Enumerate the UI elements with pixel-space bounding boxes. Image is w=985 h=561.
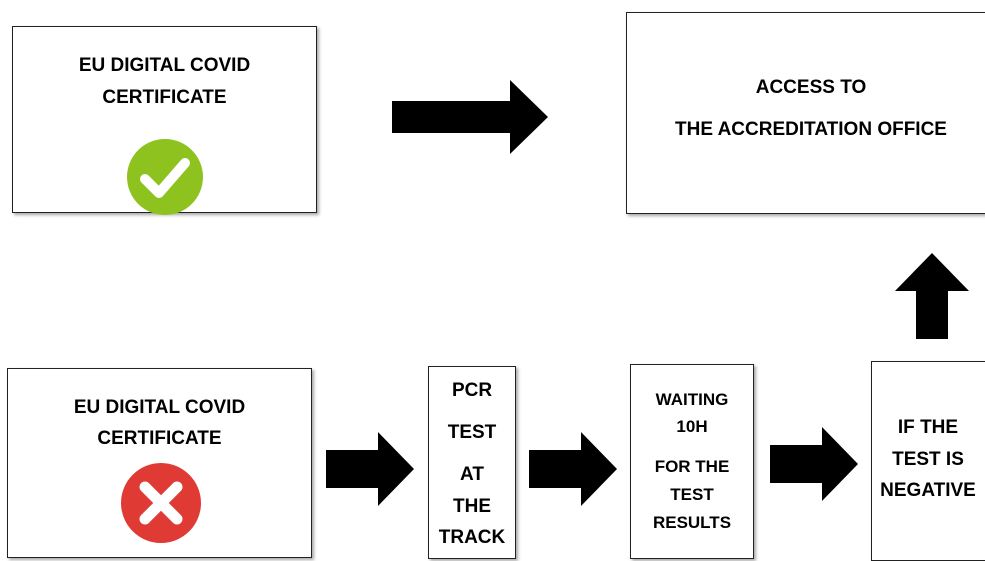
waiting-line4: TEST: [670, 485, 714, 504]
invalid-certificate-line2: CERTIFICATE: [97, 428, 222, 449]
right-arrow-icon: [529, 432, 617, 506]
pcr-line3: AT: [460, 464, 484, 485]
valid-certificate-line1: EU DIGITAL COVID: [78, 55, 251, 76]
waiting-line1: WAITING: [655, 390, 729, 409]
check-circle-icon: [127, 139, 203, 215]
right-arrow-icon: [326, 432, 414, 506]
waiting-line3: FOR THE: [654, 457, 730, 476]
access-office-box: ACCESS TO THE ACCREDITATION OFFICE: [626, 12, 985, 214]
right-arrow-icon: [392, 80, 548, 154]
pcr-test-box: PCR TEST AT THE TRACK: [428, 366, 516, 559]
pcr-line4: THE: [453, 496, 491, 517]
pcr-line5: TRACK: [438, 527, 506, 548]
negative-line2: TEST IS: [892, 449, 964, 470]
pcr-line2: TEST: [447, 422, 497, 443]
negative-line1: IF THE: [897, 417, 959, 438]
invalid-certificate-line1: EU DIGITAL COVID: [73, 397, 246, 418]
access-line1: ACCESS TO: [755, 77, 867, 98]
negative-test-box: IF THE TEST IS NEGATIVE: [871, 361, 985, 561]
pcr-line1: PCR: [451, 380, 493, 401]
invalid-certificate-box: EU DIGITAL COVID CERTIFICATE: [7, 368, 312, 558]
waiting-box: WAITING 10H FOR THE TEST RESULTS: [630, 364, 754, 559]
valid-certificate-line2: CERTIFICATE: [102, 87, 227, 108]
valid-certificate-box: EU DIGITAL COVID CERTIFICATE: [12, 26, 317, 215]
access-line2: THE ACCREDITATION OFFICE: [675, 119, 947, 140]
waiting-line2: 10H: [676, 417, 708, 436]
x-circle-icon: [121, 463, 201, 543]
right-arrow-icon: [770, 427, 858, 501]
waiting-line5: RESULTS: [652, 513, 732, 532]
up-arrow-icon: [895, 253, 969, 339]
negative-line3: NEGATIVE: [880, 480, 976, 501]
